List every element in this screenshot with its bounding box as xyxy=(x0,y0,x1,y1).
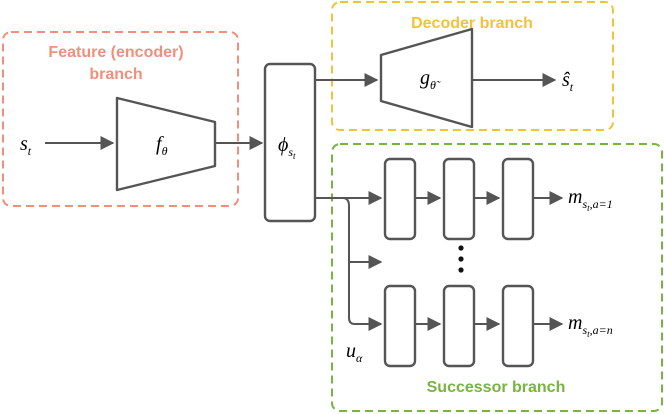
output-symbol: ŝt xyxy=(562,69,574,94)
decoder-network-block xyxy=(379,27,474,129)
successor-output-symbol-1: mst,a=1 xyxy=(568,186,613,213)
successor-branch-title: Successor branch xyxy=(427,379,566,396)
encoder-branch-title-line1: Feature (encoder) xyxy=(48,44,183,61)
encoder-network-block xyxy=(115,96,217,192)
decoder-branch-box xyxy=(331,1,614,131)
successor-layer-2-row-n xyxy=(442,284,476,368)
encoder-branch-title-line2: branch xyxy=(89,66,142,83)
successor-branch-box xyxy=(331,143,663,412)
encoder-symbol: fθ xyxy=(156,133,168,158)
feature-block xyxy=(263,62,317,223)
successor-layer-3-row-n xyxy=(501,284,535,368)
feature-symbol: ϕst xyxy=(278,134,296,161)
encoder-branch-box xyxy=(2,31,239,207)
successor-output-symbol-n: mst,a=n xyxy=(568,312,613,339)
u-alpha-symbol: uα xyxy=(346,340,363,365)
successor-layer-3-row-1 xyxy=(501,157,535,241)
decoder-branch-title: Decoder branch xyxy=(411,15,533,32)
successor-split-line xyxy=(342,197,383,331)
input-symbol: st xyxy=(20,133,32,158)
successor-layer-1-row-1 xyxy=(383,157,417,241)
ellipsis-dot-1 xyxy=(458,245,464,251)
successor-layer-1-row-n xyxy=(383,284,417,368)
decoder-symbol: gθ̃ xyxy=(420,67,441,92)
ellipsis-dot-3 xyxy=(458,267,464,273)
successor-layer-2-row-1 xyxy=(442,157,476,241)
ellipsis-dot-2 xyxy=(458,256,464,262)
